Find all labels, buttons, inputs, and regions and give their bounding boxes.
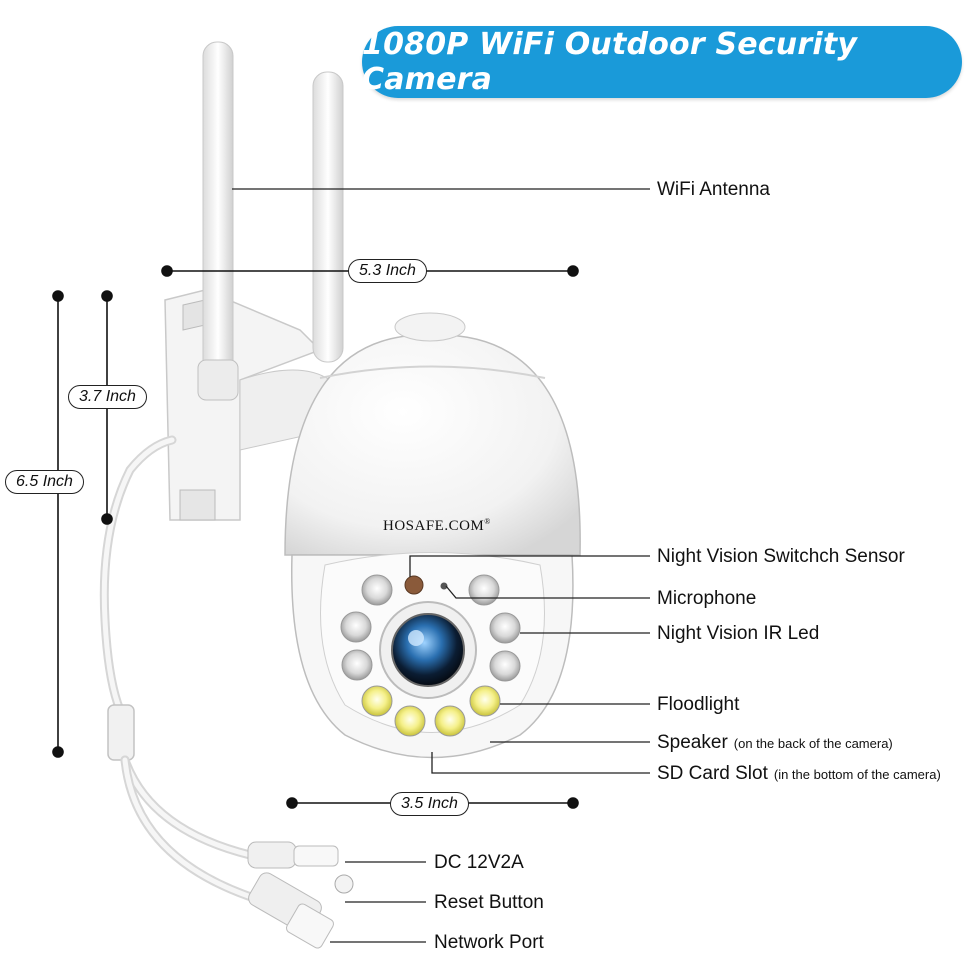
floodlight-array [361,685,501,737]
brand-logo: HOSAFE.COM® [383,518,491,534]
label-floodlight: Floodlight [657,694,740,715]
sd-text: SD Card Slot [657,763,768,784]
speaker-text: Speaker [657,732,728,753]
power-cable [99,435,265,905]
label-sd-card-slot: SD Card Slot (in the bottom of the camera… [657,764,941,783]
reset-button-graphic [334,874,354,894]
dim-height-total: 6.5 Inch [5,470,84,494]
label-speaker: Speaker (on the back of the camera) [657,733,893,752]
label-network-port: Network Port [434,932,544,953]
label-wifi-antenna: WiFi Antenna [657,179,770,200]
label-microphone: Microphone [657,588,757,609]
label-reset-button: Reset Button [434,892,544,913]
network-port-graphic [248,872,334,949]
title-banner: 1080P WiFi Outdoor Security Camera [362,26,962,98]
wifi-antennas [197,41,344,401]
leader-lines [232,188,650,943]
dim-width-bottom: 3.5 Inch [390,792,469,816]
label-night-vision-sensor: Night Vision Switchch Sensor [657,546,905,567]
brand-mark: ® [484,517,491,526]
label-ir-led: Night Vision IR Led [657,623,820,644]
dim-height-inner: 3.7 Inch [68,385,147,409]
brand-text: HOSAFE.COM [383,518,485,534]
sd-note: (in the bottom of the camera) [773,767,941,782]
camera-dome [284,312,581,759]
title-text: 1080P WiFi Outdoor Security Camera [362,27,858,97]
label-dc-power: DC 12V2A [434,852,524,873]
dim-width-top: 5.3 Inch [348,259,427,283]
dc-jack [247,841,339,869]
ir-led-array [340,574,521,682]
speaker-note: (on the back of the camera) [733,736,893,751]
